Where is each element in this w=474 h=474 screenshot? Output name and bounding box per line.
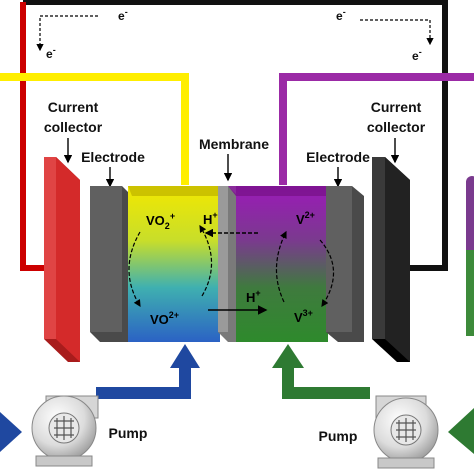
positive-electrolyte (128, 186, 220, 342)
pump-left-label: Pump (109, 425, 148, 441)
ion-v-2plus: V2+ (296, 210, 315, 227)
current-collector-right-label-line1: Current (371, 99, 422, 115)
ion-vo-2plus: VO2+ (150, 310, 179, 327)
pump-right-label: Pump (319, 428, 358, 444)
current-collector-right-label-line2: collector (367, 119, 426, 135)
electron-label-left-top: e- (118, 7, 128, 23)
pump-left (31, 395, 99, 467)
electron-label-left-bottom: e- (46, 45, 56, 61)
membrane-label: Membrane (199, 136, 269, 152)
ion-proton-top: H+ (203, 210, 218, 227)
right-current-collector (372, 157, 410, 362)
electron-label-right-top: e- (336, 7, 346, 23)
left-current-collector (44, 157, 80, 362)
label-pointers (63, 138, 400, 188)
electron-flow-left: e- e- (36, 7, 128, 61)
wire-black-top (23, 0, 448, 271)
pipe-green (272, 344, 474, 454)
ion-vo2-plus: VO2+ (146, 211, 175, 231)
negative-electrolyte (236, 186, 328, 342)
current-collector-left-label-line1: Current (48, 99, 99, 115)
ion-proton-bottom: H+ (246, 288, 261, 305)
pump-right (373, 395, 439, 469)
electron-label-right-bottom: e- (412, 47, 422, 63)
circulation-arrows (128, 224, 335, 308)
wire-yellow (0, 73, 189, 185)
wire-red-left (20, 2, 48, 271)
ion-v-3plus: V3+ (294, 308, 313, 325)
electrode-right-label: Electrode (306, 149, 370, 165)
pipe-blue (0, 344, 200, 452)
wire-purple (279, 73, 474, 185)
cell-stack (90, 186, 364, 342)
external-circuit (0, 0, 474, 271)
electrode-left-label: Electrode (81, 149, 145, 165)
electron-flow-right: e- e- (336, 7, 434, 63)
current-collector-left-label-line2: collector (44, 119, 103, 135)
